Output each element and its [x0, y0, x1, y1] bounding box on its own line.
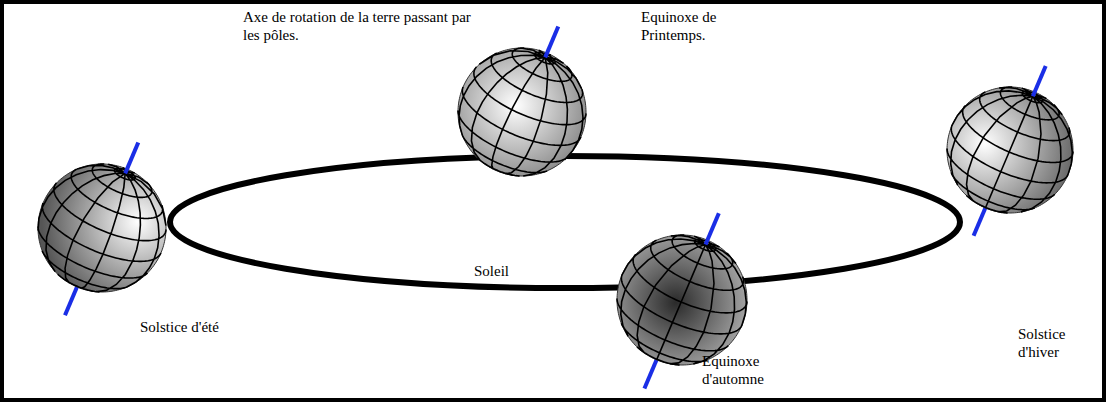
globe-grid: [458, 48, 586, 176]
rotation-axis: [644, 357, 657, 389]
rotation-axis: [706, 213, 719, 244]
rotation-axis: [1033, 66, 1046, 96]
rotation-axis: [65, 284, 78, 315]
rotation-axis: [125, 143, 138, 174]
globe-disc: [617, 235, 747, 365]
caption-label: Solstice d'été: [140, 318, 220, 336]
rotation-axis: [545, 27, 558, 58]
earth-globe: [458, 48, 586, 176]
caption-label: Solstice d'hiver: [1018, 325, 1098, 362]
earth-globe: [38, 164, 166, 292]
sun-label: Soleil: [474, 262, 554, 280]
globe-grid: [38, 164, 166, 292]
globe-disc: [458, 48, 586, 176]
orbit: [170, 156, 960, 288]
globe-disc: [38, 164, 166, 292]
globe-disc: [947, 87, 1073, 213]
earth-globe: [617, 235, 747, 365]
caption-label: Equinoxe d'automne: [702, 352, 812, 389]
earth-globe: [947, 87, 1073, 213]
globe-grid: [947, 87, 1073, 213]
rotation-axis: [974, 205, 987, 236]
globe-grid: [617, 235, 747, 365]
caption-label: Equinoxe de Printemps.: [641, 8, 761, 45]
caption-label: Axe de rotation de la terre passant par …: [243, 8, 473, 45]
